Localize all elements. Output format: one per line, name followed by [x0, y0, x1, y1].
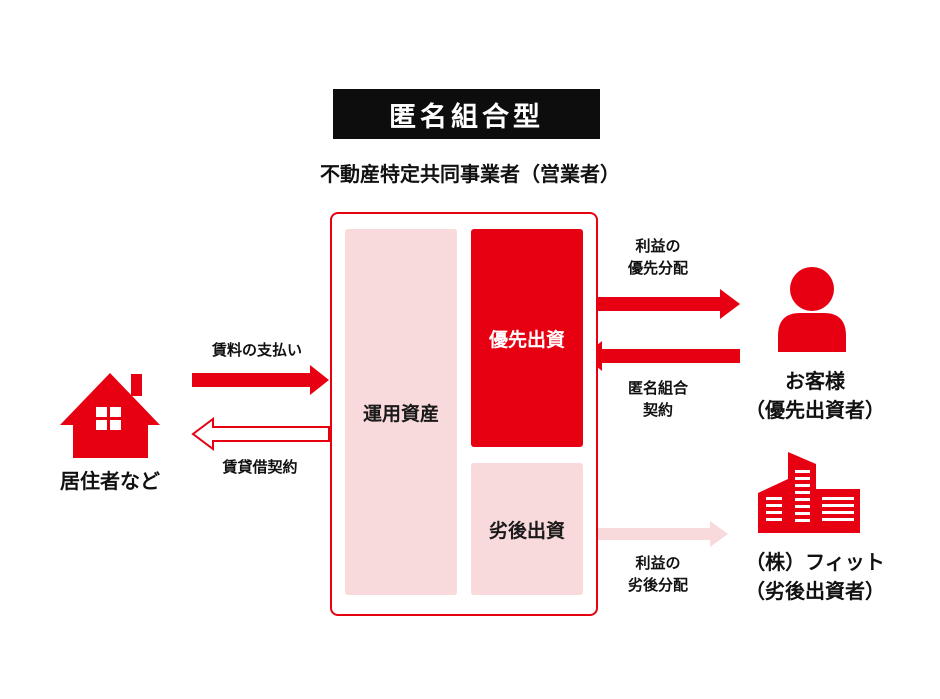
fit-label: （株）フィット （劣後出資者） [745, 550, 885, 603]
operator-label: 不動産特定共同事業者（営業者） [320, 162, 620, 186]
lease-contract-arrow [191, 417, 330, 451]
operating-assets-box: 運用資産 [345, 229, 457, 595]
subordinate-investment-box: 劣後出資 [471, 463, 583, 595]
priority-investment-box: 優先出資 [471, 229, 583, 447]
rent-payment-label: 賃料の支払い [211, 341, 302, 359]
customer-label: お客様 （優先出資者） [745, 369, 885, 422]
residents-label: 居住者など [60, 469, 160, 493]
priority-distribution-arrow [584, 289, 740, 319]
diagram-title: 匿名組合型 [333, 89, 600, 139]
house-icon [60, 373, 160, 458]
lease-contract-label: 賃貸借契約 [222, 458, 298, 476]
rent-payment-arrow [192, 365, 329, 395]
person-icon [778, 267, 846, 352]
subordinate-distribution-arrow [584, 521, 728, 547]
priority-distribution-label: 利益の 優先分配 [627, 237, 688, 277]
anonymous-contract-arrow [584, 341, 740, 371]
building-icon [758, 452, 860, 533]
anonymous-contract-label: 匿名組合 契約 [627, 379, 688, 419]
subordinate-distribution-label: 利益の 劣後分配 [627, 554, 688, 594]
